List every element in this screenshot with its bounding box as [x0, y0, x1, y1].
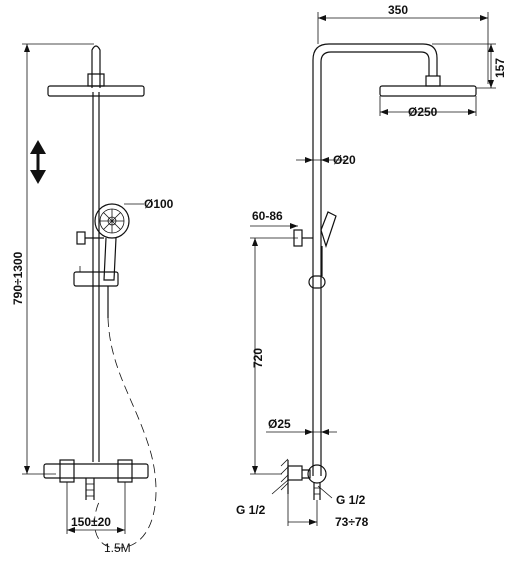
slide-holder: [73, 231, 119, 318]
thermostatic-mixer: [43, 459, 149, 500]
holder-range-dimension: 60-86: [250, 209, 298, 229]
inlet-thread-left-label: G 1/2: [236, 503, 266, 517]
shower-hose: [94, 317, 157, 549]
head-diameter-label: Ø250: [408, 105, 438, 119]
inlet-thread-callouts: G 1/2 G 1/2: [236, 479, 366, 517]
holder-side: [293, 211, 337, 289]
side-view: 350 157 Ø250: [236, 3, 507, 529]
handshower-diameter-label: Ø100: [144, 197, 174, 211]
head-drop-dimension: 157: [432, 43, 507, 89]
valve-spacing-dimension: 150±20: [66, 482, 126, 534]
hand-shower: Ø100: [94, 197, 174, 281]
wall-offset-dimension: 73÷78: [287, 494, 369, 529]
hose-length-label: 1.5M: [104, 541, 131, 555]
bracket-height-dimension: 720: [250, 237, 298, 475]
wall-offset-label: 73÷78: [335, 515, 369, 529]
height-range-label: 790÷1300: [11, 251, 25, 305]
valve-spacing-label: 150±20: [71, 515, 111, 529]
lower-pipe-diameter-label: Ø25: [268, 417, 291, 431]
riser-pipe: [91, 45, 101, 462]
holder-range-label: 60-86: [252, 209, 283, 223]
inlet-thread-right-label: G 1/2: [336, 493, 366, 507]
upper-pipe-diameter-label: Ø20: [333, 153, 356, 167]
overhead-shower-head: [47, 73, 145, 97]
shower-head-side: Ø250: [379, 85, 477, 119]
arm-length-dimension: 350: [317, 3, 489, 84]
lower-pipe-diameter-dimension: Ø25: [266, 417, 337, 435]
wall-mount: [280, 458, 327, 500]
bracket-height-label: 720: [251, 348, 265, 368]
height-dimension: 790÷1300: [11, 43, 94, 475]
arm-length-label: 350: [388, 3, 408, 17]
upper-pipe-diameter-dimension: Ø20: [296, 153, 356, 167]
front-view: 790÷1300 Ø1: [11, 43, 174, 555]
double-arrow-vertical-icon: [30, 140, 46, 184]
head-drop-label: 157: [493, 58, 507, 78]
